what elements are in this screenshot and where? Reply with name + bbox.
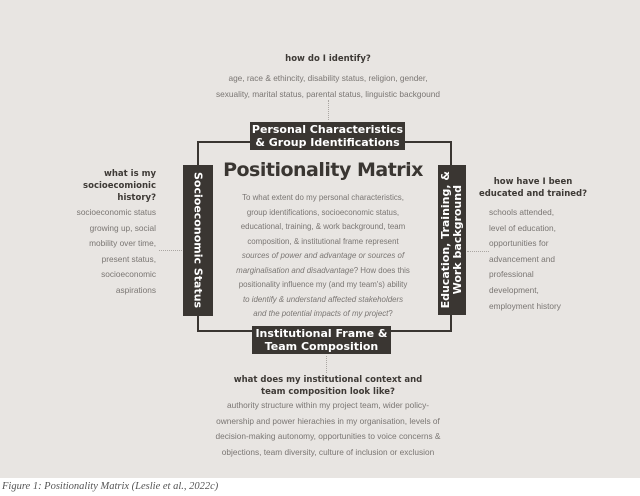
text-line: marginalisation and disadvantage bbox=[236, 265, 354, 275]
text-line: advancement and bbox=[489, 253, 555, 264]
text-line: opportunities for bbox=[489, 238, 549, 249]
text-line: ? bbox=[388, 309, 393, 318]
top-description: age, race & ethincity, disability status… bbox=[180, 70, 476, 102]
text-line: socioeconomic bbox=[101, 269, 156, 280]
left-description: socioeconomic status growing up, social … bbox=[40, 205, 156, 299]
text-line: socioecomionic bbox=[83, 181, 156, 191]
figure-caption: Figure 1: Positionality Matrix (Leslie e… bbox=[2, 481, 219, 492]
text-line: positionality influence my (and my team'… bbox=[238, 280, 408, 289]
text-line: team composition look like? bbox=[261, 387, 395, 397]
left-question: what is my socioecomionic history? bbox=[40, 168, 156, 204]
text-line: professional bbox=[489, 269, 534, 280]
text-line: socioeconomic status bbox=[76, 207, 156, 217]
text-line: growing up, social bbox=[89, 222, 156, 233]
bottom-connector bbox=[326, 356, 327, 373]
right-connector bbox=[467, 251, 489, 252]
text-line: educated and trained? bbox=[478, 189, 588, 199]
text-line: sources of power and advantage or source… bbox=[241, 251, 405, 260]
text-line: decision-making autonomy, opportunities … bbox=[215, 431, 441, 441]
bottom-description: authority structure within my project te… bbox=[180, 398, 476, 460]
label-line: Institutional Frame & bbox=[255, 327, 388, 340]
top-question: how do I identify? bbox=[285, 54, 371, 64]
personal-characteristics-label: Personal Characteristics & Group Identif… bbox=[250, 122, 405, 150]
text-line: age, race & ethincity, disability status… bbox=[228, 73, 428, 83]
right-question: how have I been educated and trained? bbox=[474, 176, 592, 200]
text-line: group identifications, socioeconomic sta… bbox=[246, 207, 400, 217]
text-line: ? How does this bbox=[353, 265, 410, 275]
label-line: Personal Characteristics bbox=[251, 123, 404, 136]
text-line: to identify & understand affected stakeh… bbox=[242, 294, 404, 304]
text-line: schools attended, bbox=[489, 207, 555, 217]
left-connector bbox=[159, 250, 182, 251]
institutional-frame-label: Institutional Frame & Team Composition bbox=[252, 326, 391, 354]
text-line: objections, team diversity, culture of i… bbox=[221, 446, 435, 457]
text-line: mobility over time, bbox=[89, 238, 156, 249]
center-question: To what extent do my personal characteri… bbox=[200, 191, 446, 322]
label-line: Team Composition bbox=[264, 340, 379, 353]
text-line: level of education, bbox=[489, 222, 556, 233]
bottom-question: what does my institutional context and t… bbox=[180, 374, 476, 398]
label-text: Socioeconomic Status bbox=[191, 172, 205, 309]
text-line: history? bbox=[117, 193, 156, 203]
text-line: aspirations bbox=[115, 284, 156, 295]
diagram-background bbox=[0, 0, 640, 478]
label-line: Work background bbox=[451, 185, 464, 295]
education-training-label: Education, Training, & Work background bbox=[438, 165, 466, 315]
text-line: employment history bbox=[489, 300, 561, 311]
label-line: & Group Identifications bbox=[255, 136, 400, 149]
socioeconomic-status-label: Socioeconomic Status bbox=[183, 165, 213, 316]
text-line: authority structure within my project te… bbox=[227, 400, 429, 410]
text-line: present status, bbox=[101, 253, 156, 264]
text-line: sexuality, marital status, parental stat… bbox=[216, 89, 440, 99]
text-line: educational, training, & work background… bbox=[240, 222, 406, 231]
text-line: composition, & institutional frame repre… bbox=[247, 236, 399, 246]
page-title: Positionality Matrix bbox=[223, 159, 423, 181]
text-line: what is my bbox=[104, 169, 156, 179]
text-line: development, bbox=[489, 284, 539, 295]
top-connector bbox=[328, 100, 329, 120]
right-description: schools attended, level of education, op… bbox=[489, 205, 609, 314]
text-line: how have I been bbox=[493, 177, 573, 187]
text-line: and the potential impacts of my project bbox=[253, 309, 389, 318]
text-line: ownership and power hierachies in my org… bbox=[216, 415, 440, 426]
text-line: To what extent do my personal characteri… bbox=[242, 193, 404, 202]
text-line: what does my institutional context and bbox=[233, 375, 423, 385]
